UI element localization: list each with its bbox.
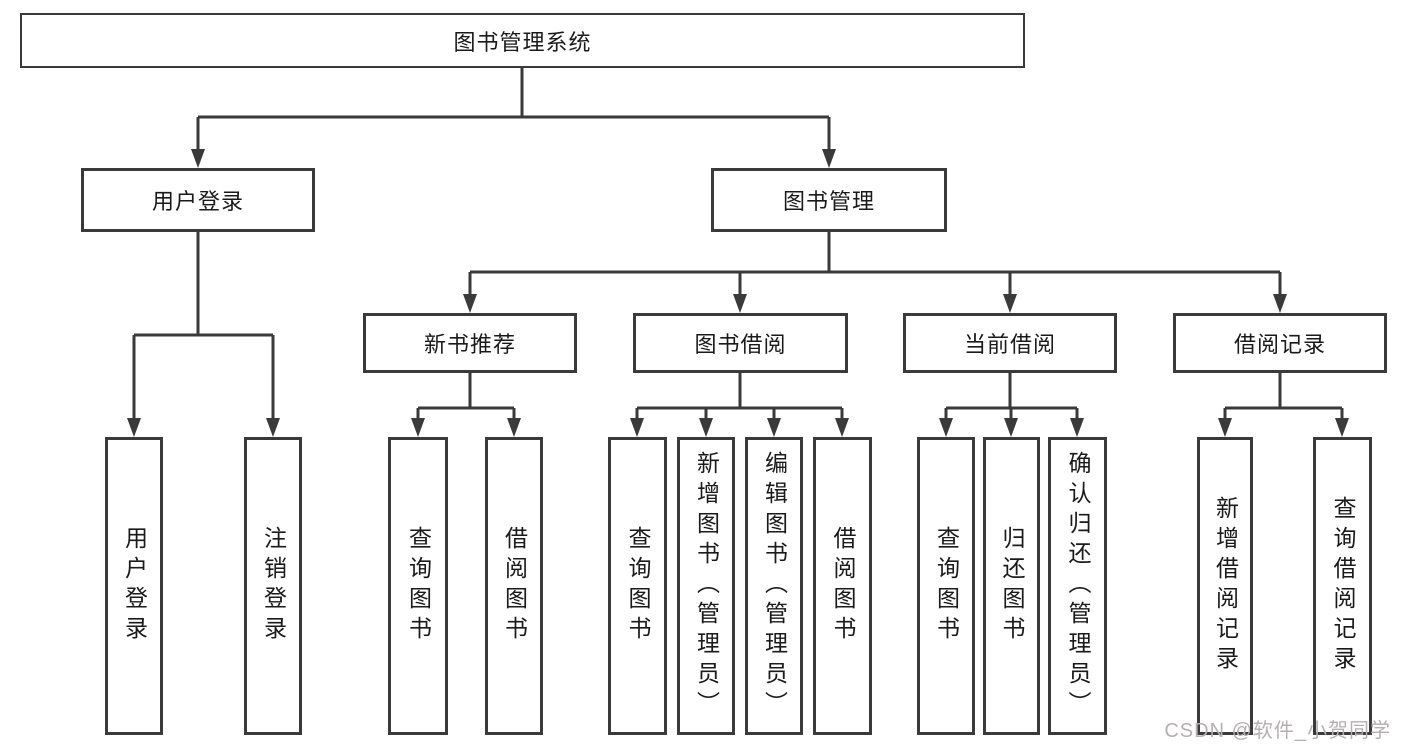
leaf-label: 确认归还（管理员） xyxy=(1065,451,1091,721)
node-book-management: 图书管理 xyxy=(711,168,947,232)
node-label: 图书管理 xyxy=(782,189,875,214)
leaf-label: 借阅图书 xyxy=(501,526,528,646)
leaf-label: 用户登录 xyxy=(121,526,148,646)
leaf-edit-books-admin: 编辑图书（管理员） xyxy=(745,437,803,735)
leaf-label: 查询图书 xyxy=(405,526,432,646)
leaf-label: 查询图书 xyxy=(933,526,960,646)
node-label: 图书管理系统 xyxy=(453,29,592,55)
node-borrow-records: 借阅记录 xyxy=(1173,313,1387,373)
connector-bookmgmt-to-level3 xyxy=(463,232,1287,313)
connector-newbook-to-leaves xyxy=(411,373,521,437)
node-label: 用户登录 xyxy=(151,189,244,214)
leaf-query-books-borrow: 查询图书 xyxy=(608,437,667,735)
connector-borrowrecords-to-leaves xyxy=(1218,373,1349,437)
node-book-borrow: 图书借阅 xyxy=(633,313,848,373)
leaf-confirm-return-admin: 确认归还（管理员） xyxy=(1048,437,1107,735)
node-label: 图书借阅 xyxy=(694,332,787,357)
node-label: 当前借阅 xyxy=(963,332,1056,357)
leaf-add-borrow-record: 新增借阅记录 xyxy=(1197,437,1253,735)
leaf-label: 新增借阅记录 xyxy=(1212,496,1239,676)
leaf-label: 编辑图书（管理员） xyxy=(761,451,788,721)
node-current-borrow: 当前借阅 xyxy=(903,313,1117,373)
leaf-add-books-admin: 新增图书（管理员） xyxy=(677,437,735,735)
node-user-login: 用户登录 xyxy=(81,168,315,232)
connector-currentborrow-to-leaves xyxy=(939,373,1084,437)
leaf-user-login: 用户登录 xyxy=(105,437,163,735)
leaf-borrow-books: 借阅图书 xyxy=(813,437,872,735)
node-root-system: 图书管理系统 xyxy=(20,13,1025,68)
connector-root-to-level2 xyxy=(191,68,836,168)
leaf-query-books-recommend: 查询图书 xyxy=(388,437,448,735)
node-new-book-recommend: 新书推荐 xyxy=(363,313,577,373)
csdn-watermark: CSDN @软件_小贺同学 xyxy=(1164,720,1391,742)
node-label: 借阅记录 xyxy=(1233,332,1326,357)
connector-userlogin-to-leaves xyxy=(127,232,280,437)
leaf-label: 新增图书（管理员） xyxy=(693,451,720,721)
leaf-return-books: 归还图书 xyxy=(983,437,1040,735)
leaf-label: 注销登录 xyxy=(260,526,287,646)
leaf-borrow-books-recommend: 借阅图书 xyxy=(485,437,543,735)
leaf-label: 归还图书 xyxy=(999,526,1025,646)
leaf-label: 借阅图书 xyxy=(830,526,856,646)
node-label: 新书推荐 xyxy=(423,332,516,357)
leaf-label: 查询图书 xyxy=(625,526,651,646)
connector-bookborrow-to-leaves xyxy=(630,373,849,437)
leaf-query-books-current: 查询图书 xyxy=(917,437,975,735)
leaf-label: 查询借阅记录 xyxy=(1330,496,1356,676)
leaf-query-borrow-record: 查询借阅记录 xyxy=(1313,437,1372,735)
leaf-logout: 注销登录 xyxy=(244,437,302,735)
